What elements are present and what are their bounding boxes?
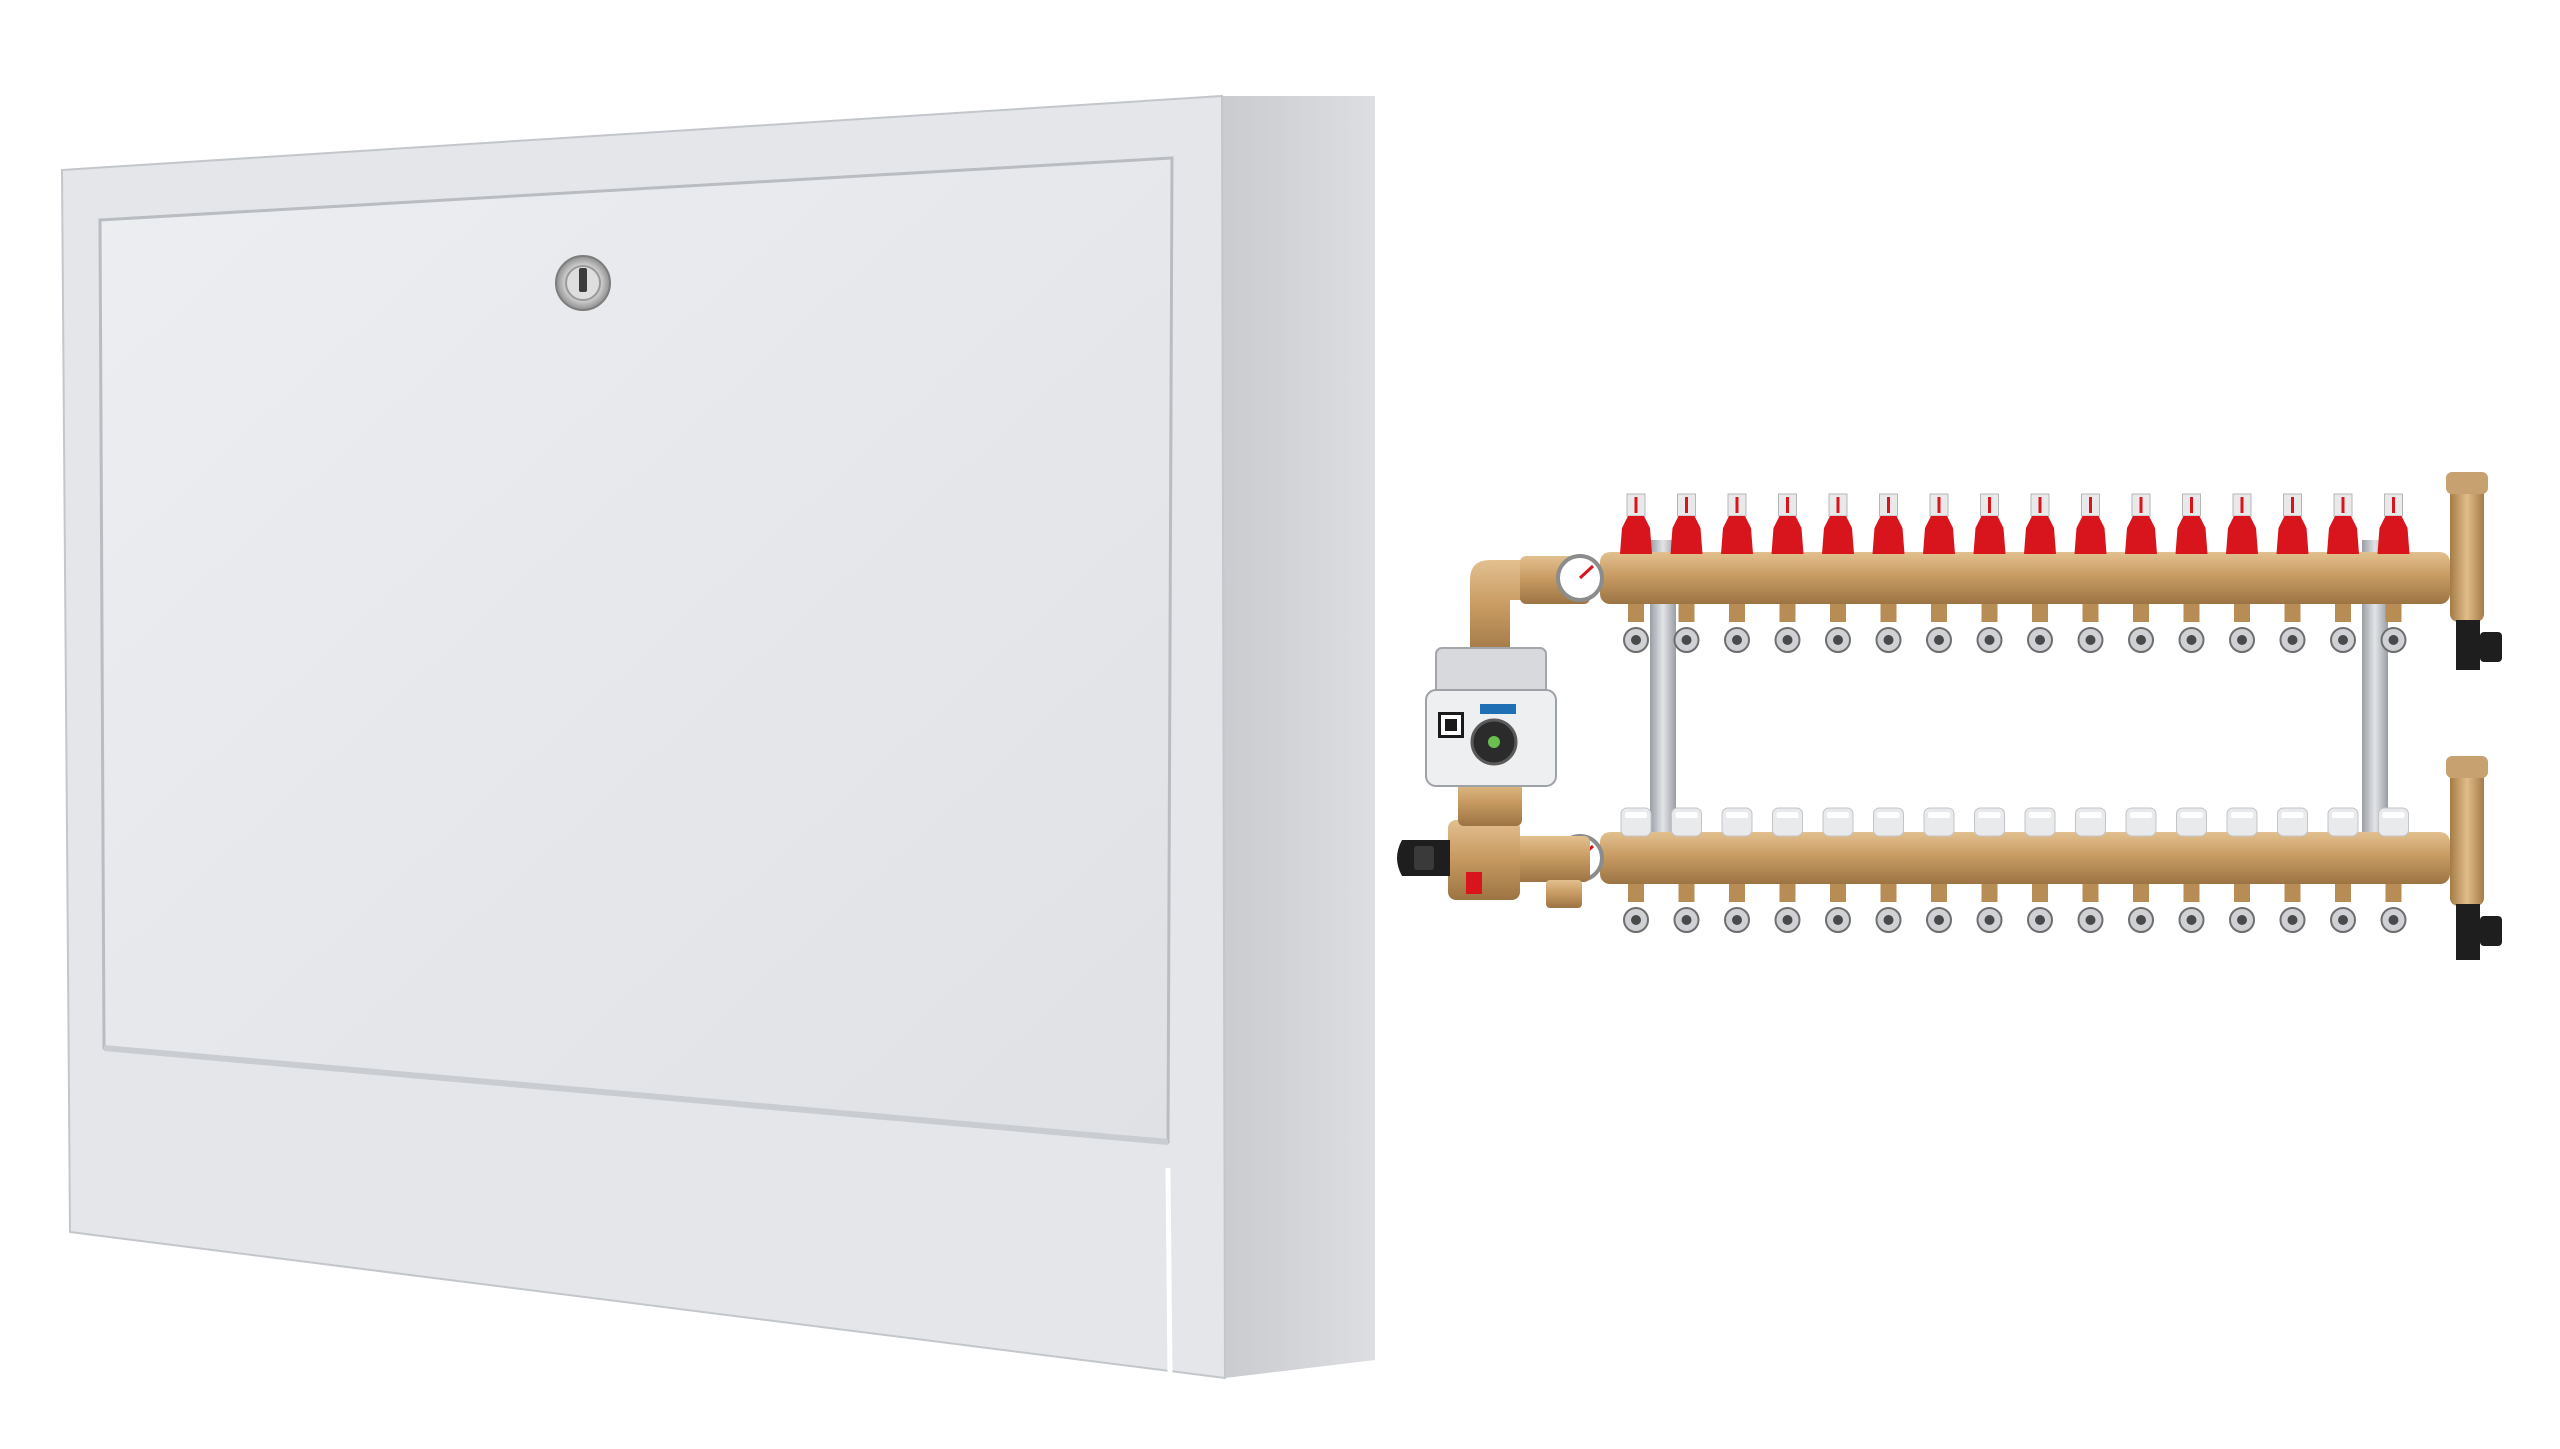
supply-outlet-icon (2229, 604, 2255, 653)
valve-cap-icon[interactable] (2024, 807, 2056, 837)
valve-cap-icon[interactable] (2176, 807, 2207, 837)
flowmeter-icon[interactable] (2125, 493, 2157, 554)
supply-outlet-icon (1926, 604, 1952, 653)
valve-cap-icon[interactable] (2125, 807, 2157, 837)
return-outlet-icon (2229, 884, 2255, 933)
return-outlet-icon (1926, 884, 1952, 933)
return-outlet-icon (2178, 884, 2205, 933)
supply-thermometer-icon (1556, 554, 1604, 602)
flowmeter-icon[interactable] (2175, 493, 2208, 554)
valve-cap-icon[interactable] (2277, 807, 2308, 837)
valve-cap-icon[interactable] (2226, 807, 2258, 837)
flowmeter-icon[interactable] (1822, 493, 1854, 554)
supply-end-piece (2446, 472, 2502, 670)
lock-icon[interactable] (555, 255, 611, 311)
valve-cap-icon[interactable] (2378, 807, 2409, 837)
return-outlet-icon (1774, 884, 1801, 933)
supply-outlet-icon (1825, 604, 1851, 653)
supply-outlet-icon (2128, 604, 2154, 653)
return-end-piece (2446, 756, 2502, 960)
mixing-valve-body (1448, 820, 1520, 900)
flowmeter-icon[interactable] (2024, 493, 2056, 554)
valve-cap-row (1620, 807, 2409, 837)
return-outlet-icon (1976, 884, 2003, 933)
valve-cap-icon[interactable] (1873, 807, 1904, 837)
valve-cap-icon[interactable] (1620, 807, 1652, 837)
return-connector (1510, 836, 1590, 882)
valve-cap-icon[interactable] (1721, 807, 1753, 837)
supply-outlet-icon (1673, 604, 1700, 653)
return-outlet-icon (1825, 884, 1851, 933)
flowmeter-icon[interactable] (1973, 493, 2006, 554)
supply-outlet-icon (1774, 604, 1801, 653)
cabinet-door[interactable] (98, 156, 1174, 1144)
supply-outlet-icon (2027, 604, 2053, 653)
return-outlet-icon (2380, 884, 2407, 933)
return-outlet-icon (1875, 884, 1902, 933)
flowmeter-row (1620, 493, 2410, 554)
return-outlet-icon (2027, 884, 2053, 933)
supply-outlet-icon (1875, 604, 1902, 653)
valve-cap-icon[interactable] (2075, 807, 2106, 837)
flowmeter-icon[interactable] (2377, 493, 2410, 554)
flowmeter-icon[interactable] (1872, 493, 1905, 554)
flowmeter-icon[interactable] (2074, 493, 2107, 554)
supply-outlet-icon (2077, 604, 2104, 653)
return-bar (1600, 832, 2450, 884)
flowmeter-icon[interactable] (1771, 493, 1804, 554)
supply-outlet-icon (2178, 604, 2205, 653)
valve-outlet (1546, 880, 1582, 908)
valve-cap-icon[interactable] (1772, 807, 1803, 837)
return-outlet-icon (1724, 884, 1750, 933)
supply-outlet-icon (1623, 604, 1649, 653)
cabinet-side (1222, 96, 1375, 1378)
flowmeter-icon[interactable] (1670, 493, 1703, 554)
return-outlet-icon (1623, 884, 1649, 933)
circulation-pump (1425, 647, 1557, 826)
supply-outlet-icon (2330, 604, 2356, 653)
return-outlet-icon (1673, 884, 1700, 933)
valve-cap-icon[interactable] (2327, 807, 2359, 837)
supply-outlet-row (1623, 604, 2407, 653)
return-outlet-icon (2279, 884, 2306, 933)
supply-bar (1600, 552, 2450, 604)
flowmeter-icon[interactable] (2327, 493, 2359, 554)
valve-cap-icon[interactable] (1671, 807, 1702, 837)
supply-outlet-icon (2279, 604, 2306, 653)
valve-cap-icon[interactable] (1974, 807, 2005, 837)
return-outlet-icon (2128, 884, 2154, 933)
supply-outlet-icon (2380, 604, 2407, 653)
return-outlet-icon (2077, 884, 2104, 933)
return-outlet-icon (2330, 884, 2356, 933)
flowmeter-icon[interactable] (2276, 493, 2309, 554)
flowmeter-icon[interactable] (1620, 493, 1652, 554)
door-edge-shadow (103, 1045, 1169, 1145)
valve-red-label (1466, 872, 1482, 894)
supply-outlet-icon (1976, 604, 2003, 653)
return-outlet-row (1623, 884, 2407, 933)
underfloor-heating-manifold (1397, 472, 2502, 960)
thermostatic-head-icon (1397, 840, 1450, 876)
lower-panel-seam (1165, 1167, 1173, 1377)
valve-cap-icon[interactable] (1923, 807, 1955, 837)
flowmeter-icon[interactable] (1721, 493, 1753, 554)
supply-outlet-icon (1724, 604, 1750, 653)
distribution-cabinet (60, 94, 1375, 1380)
flowmeter-icon[interactable] (2226, 493, 2258, 554)
flowmeter-icon[interactable] (1923, 493, 1955, 554)
valve-cap-icon[interactable] (1822, 807, 1854, 837)
